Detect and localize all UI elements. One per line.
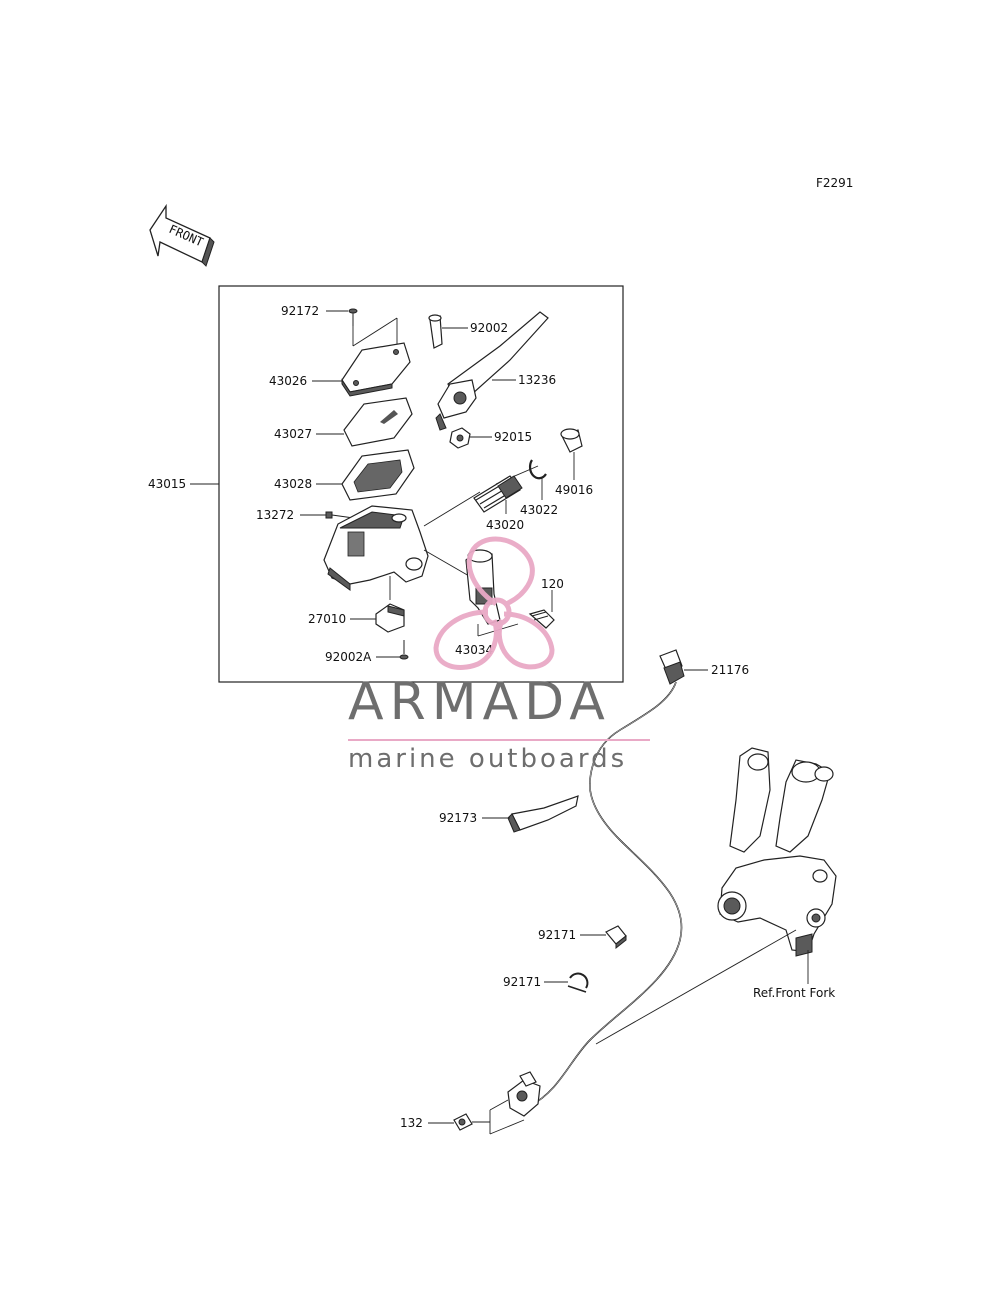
watermark-tagline: marine outboards: [348, 744, 628, 774]
watermark-brand: ARMADA: [348, 672, 611, 732]
clip-92171-a: [605, 925, 627, 950]
brake-lever-13236: [435, 311, 549, 431]
bolt-132: [453, 1113, 473, 1131]
callout-92015: 92015: [494, 430, 532, 444]
callout-92002: 92002: [470, 321, 508, 335]
callout-27010: 27010: [308, 612, 346, 626]
dust-boot-49016: [560, 428, 583, 453]
callout-43022: 43022: [520, 503, 558, 517]
nut-92015: [449, 427, 471, 449]
callout-120: 120: [541, 577, 564, 591]
circlip-43022: [528, 459, 547, 480]
bolt-120: [528, 609, 555, 629]
callout-92172: 92172: [281, 304, 319, 318]
callout-49016: 49016: [555, 483, 593, 497]
callout-92002A: 92002A: [325, 650, 372, 664]
clamp-92173: [507, 795, 579, 833]
callout-43027: 43027: [274, 427, 312, 441]
callout-43015: 43015: [148, 477, 186, 491]
clip-92171-b: [567, 972, 589, 993]
callout-13236: 13236: [518, 373, 556, 387]
callout-132: 132: [400, 1116, 423, 1130]
screw-92172: [348, 308, 358, 326]
screw-92002A: [399, 640, 409, 660]
front-direction-arrow: FRONT: [149, 203, 215, 267]
callout-92173: 92173: [439, 811, 477, 825]
brake-switch-27010: [375, 576, 405, 633]
callout-92171-a: 92171: [538, 928, 576, 942]
front-fork-lower: [717, 747, 837, 957]
watermark-propeller-logo: [433, 536, 555, 670]
sensor-21176: [529, 649, 685, 1107]
reservoir-cap-43026: [341, 342, 411, 397]
master-cylinder-body: [323, 505, 429, 591]
callout-43026: 43026: [269, 374, 307, 388]
watermark-divider: [348, 739, 650, 741]
diaphragm-43028: [341, 449, 415, 501]
piston-set-43020: [473, 475, 523, 513]
callout-13272: 13272: [256, 508, 294, 522]
ref-front-fork: Ref.Front Fork: [753, 986, 835, 1000]
callout-21176: 21176: [711, 663, 749, 677]
callout-92171-b: 92171: [503, 975, 541, 989]
callout-43020: 43020: [486, 518, 524, 532]
callout-43028: 43028: [274, 477, 312, 491]
figure-code: F2291: [816, 176, 853, 190]
pivot-bolt-92002: [428, 314, 443, 349]
callout-43034: 43034: [455, 643, 493, 657]
sensor-mount: [507, 1071, 541, 1117]
diaphragm-plate-43027: [343, 397, 413, 447]
